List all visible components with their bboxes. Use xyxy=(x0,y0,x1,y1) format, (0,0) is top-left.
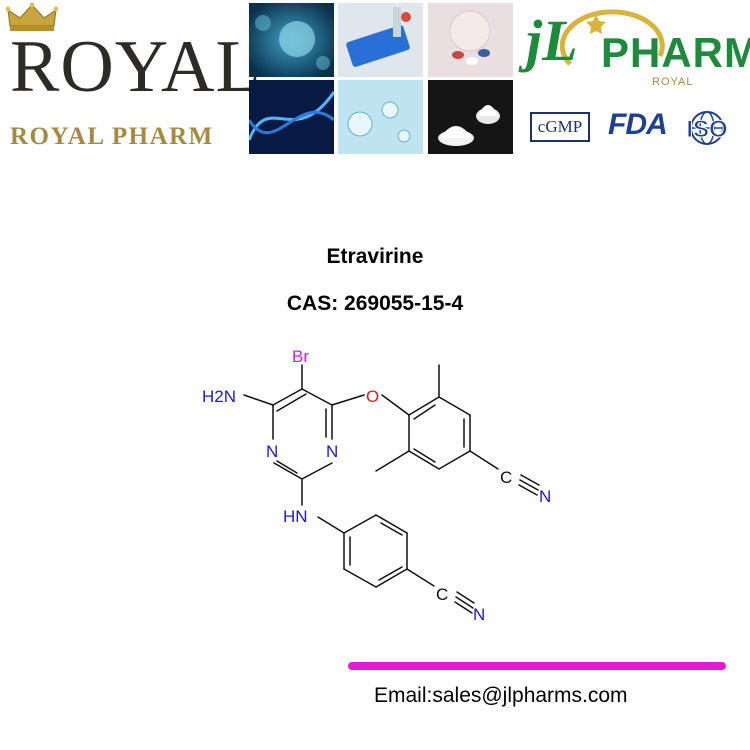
atom-c-nitrile-2: C xyxy=(436,585,448,604)
virus-photo xyxy=(249,3,334,77)
atom-o: O xyxy=(366,387,379,406)
bond xyxy=(456,591,475,604)
bond xyxy=(331,394,365,406)
bond xyxy=(438,396,471,416)
bond xyxy=(454,601,473,614)
bond xyxy=(375,568,408,588)
powder-photo xyxy=(428,80,513,154)
bond xyxy=(276,460,298,474)
bond xyxy=(469,450,499,470)
atom-n-nitrile-1: N xyxy=(539,487,551,506)
contact-email: Email:sales@jlpharms.com xyxy=(374,684,628,707)
jl-royal-tagline: ROYAL xyxy=(652,76,694,88)
bond xyxy=(413,448,436,463)
lab-sample-photo xyxy=(338,3,423,77)
royal-wordmark: ROYAL xyxy=(10,26,262,108)
atom-hn: HN xyxy=(283,507,308,526)
accent-divider xyxy=(348,662,726,670)
bond xyxy=(301,388,333,406)
bond xyxy=(301,462,333,480)
bond xyxy=(243,394,274,406)
bond xyxy=(273,462,303,480)
jl-monogram: jL xyxy=(526,8,578,73)
dna-photo xyxy=(249,80,334,154)
royal-pharm-subtitle: ROYAL PHARM xyxy=(10,123,214,150)
bond xyxy=(455,596,474,609)
royal-logo: ROYAL ROYAL PHARM xyxy=(0,0,261,160)
bond xyxy=(518,484,538,496)
bond xyxy=(375,450,410,472)
bond xyxy=(276,393,307,412)
bond xyxy=(519,479,539,491)
atom-c-nitrile-1: C xyxy=(500,468,512,487)
bond xyxy=(317,516,345,534)
bond xyxy=(378,566,403,581)
product-name: Etravirine xyxy=(326,245,424,268)
etravirine-structure-diagram: Br H2N O N N HN C N C N xyxy=(202,347,551,624)
bond xyxy=(272,388,303,406)
bond xyxy=(408,396,440,416)
fda-badge: FDA xyxy=(608,108,668,141)
bond xyxy=(343,568,377,588)
bond xyxy=(343,514,377,534)
bond xyxy=(406,568,435,587)
cgmp-badge: cGMP xyxy=(530,112,590,142)
pills-photo xyxy=(428,3,513,77)
jl-pharm-wordmark: PHARM xyxy=(601,29,750,76)
bond xyxy=(375,514,408,534)
bond xyxy=(438,450,471,470)
iso-badge: ISO xyxy=(686,111,728,145)
atom-br: Br xyxy=(292,347,309,366)
bond xyxy=(413,404,436,420)
crown-icon xyxy=(6,2,58,31)
atom-n-nitrile-2: N xyxy=(473,605,485,624)
bond xyxy=(381,394,410,416)
orbit-swoosh-icon xyxy=(560,9,665,66)
bond xyxy=(380,522,403,536)
atom-h2n: H2N xyxy=(202,387,236,406)
bubbles-photo xyxy=(338,80,423,154)
iso-label: ISO xyxy=(686,116,727,143)
atom-n-left: N xyxy=(266,442,278,461)
bond xyxy=(520,474,540,486)
cas-number: CAS: 269055-15-4 xyxy=(286,292,464,315)
atom-n-right: N xyxy=(326,442,338,461)
bond xyxy=(408,450,440,470)
